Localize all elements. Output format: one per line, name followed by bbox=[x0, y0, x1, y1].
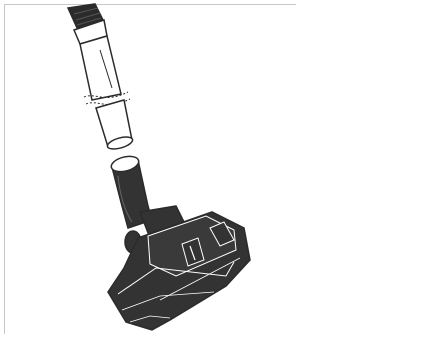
lower-tube-segment bbox=[96, 100, 134, 151]
upper-tube-segment bbox=[80, 36, 121, 100]
